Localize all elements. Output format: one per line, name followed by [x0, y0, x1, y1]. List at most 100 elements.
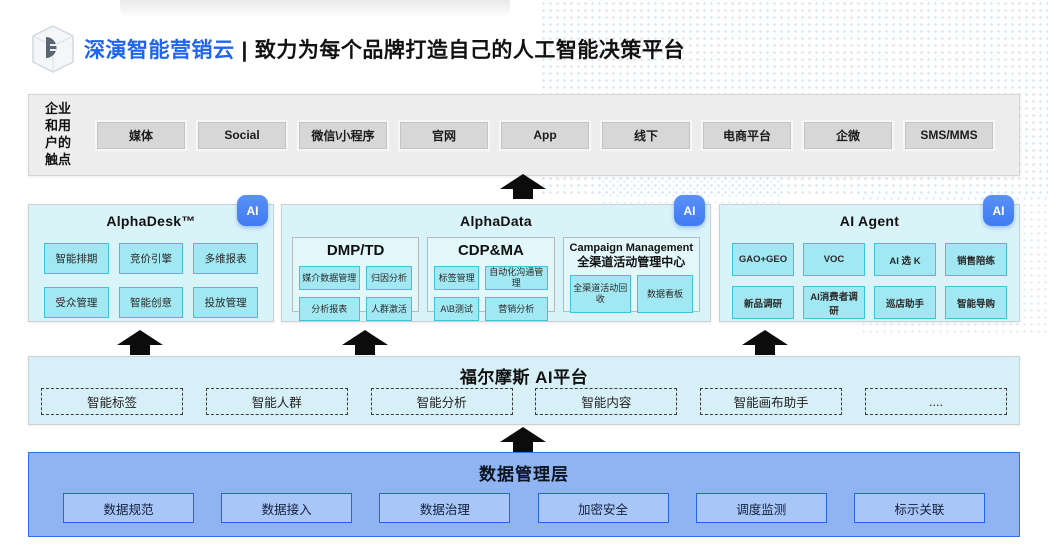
- subpanel-dmp-td: DMP/TD 媒介数据管理 归因分析 分析报表 人群激活: [292, 237, 420, 321]
- touchpoint-media: 媒体: [97, 121, 185, 149]
- ai-agent-item: 智能导购: [945, 286, 1007, 319]
- dmp-items: 媒介数据管理 归因分析 分析报表 人群激活: [299, 266, 413, 321]
- arrow-stem: [755, 345, 775, 355]
- data-management-band: 数据管理层 数据规范 数据接入 数据治理 加密安全 调度监测 标示关联: [28, 452, 1020, 537]
- touchpoint-app: App: [501, 121, 589, 149]
- up-arrow: [500, 174, 546, 199]
- touchpoint-wecom: 企微: [804, 121, 892, 149]
- panel-alphadata-title: AlphaData: [460, 213, 532, 229]
- touchpoints-label-line: 触点: [45, 151, 72, 167]
- cdp-item: 标签管理: [434, 266, 479, 290]
- holmes-item-smart-content: 智能内容: [535, 388, 678, 415]
- touchpoints-label-line: 户的: [45, 135, 72, 150]
- holmes-items: 智能标签 智能人群 智能分析 智能内容 智能画布助手 ....: [41, 388, 1007, 415]
- ai-agent-item: AI消费者调研: [803, 286, 865, 319]
- cdp-item: A\B测试: [434, 297, 479, 321]
- arrow-head: [342, 330, 388, 345]
- ai-agent-item: 巡店助手: [874, 286, 936, 319]
- panel-alphadesk-title: AlphaDesk™: [106, 213, 196, 229]
- ai-agent-item: GAO+GEO: [732, 243, 794, 276]
- holmes-item-smart-tags: 智能标签: [41, 388, 183, 415]
- up-arrow: [342, 330, 388, 355]
- alphadesk-item: 智能排期: [44, 243, 109, 274]
- touchpoint-social: Social: [198, 121, 286, 149]
- dmp-item: 媒介数据管理: [299, 266, 360, 290]
- holmes-item-smart-analysis: 智能分析: [370, 388, 513, 415]
- page-title: 深演智能营销云 | 致力为每个品牌打造自己的人工智能决策平台: [84, 34, 685, 64]
- ai-agent-item: 销售陪练: [945, 243, 1007, 276]
- alphadesk-item: 多维报表: [193, 243, 258, 274]
- ai-badge: AI: [674, 195, 705, 226]
- ai-agent-item: VOC: [803, 243, 865, 276]
- brand-name: 深演智能营销云: [84, 39, 235, 62]
- dmp-item: 人群激活: [365, 297, 413, 321]
- up-arrow: [500, 427, 546, 452]
- subpanel-campaign-management: Campaign Management 全渠道活动管理中心 全渠道活动回收 数据…: [562, 237, 700, 314]
- touchpoint-official-site: 官网: [400, 121, 488, 149]
- panel-alphadata: AI AlphaData DMP/TD 媒介数据管理 归因分析 分析报表 人群激…: [281, 195, 711, 322]
- data-management-items: 数据规范 数据接入 数据治理 加密安全 调度监测 标示关联: [63, 493, 985, 523]
- touchpoint-offline: 线下: [602, 121, 690, 149]
- ai-badge: AI: [237, 195, 268, 226]
- touchpoint-wechat-miniprogram: 微信\小程序: [299, 121, 387, 149]
- holmes-item-more: ....: [864, 388, 1007, 415]
- campaign-item: 数据看板: [637, 275, 693, 314]
- panel-ai-agent-title: AI Agent: [839, 213, 900, 229]
- alphadesk-item: 智能创意: [118, 287, 184, 318]
- data-item-id-linking: 标示关联: [853, 493, 985, 523]
- data-item-encryption-security: 加密安全: [537, 493, 669, 523]
- subpanel-campaign-title-zh: 全渠道活动管理中心: [577, 255, 686, 270]
- data-item-governance: 数据治理: [379, 493, 511, 523]
- dmp-item: 归因分析: [365, 266, 413, 290]
- alphadata-subpanels: DMP/TD 媒介数据管理 归因分析 分析报表 人群激活 CDP&MA 标签管理…: [292, 237, 700, 321]
- touchpoints-label-line: 和用: [45, 118, 72, 134]
- data-item-ingestion: 数据接入: [221, 493, 353, 523]
- alphadesk-item: 投放管理: [193, 287, 258, 318]
- holmes-ai-platform-band: 福尔摩斯 AI平台 智能标签 智能人群 智能分析 智能内容 智能画布助手 ...…: [28, 356, 1020, 425]
- holmes-item-smart-audience: 智能人群: [205, 388, 348, 415]
- brand-logo-icon: [32, 25, 74, 73]
- data-item-schedule-monitoring: 调度监测: [695, 493, 827, 523]
- subpanel-cdp-ma-title: CDP&MA: [457, 242, 524, 259]
- arrow-stem: [513, 189, 533, 199]
- arrow-stem: [355, 345, 375, 355]
- tagline: 致力为每个品牌打造自己的人工智能决策平台: [254, 39, 685, 62]
- alphadesk-item: 受众管理: [44, 287, 109, 318]
- arrow-head: [742, 330, 788, 345]
- touchpoint-sms-mms: SMS/MMS: [905, 121, 993, 149]
- data-management-title: 数据管理层: [479, 465, 569, 484]
- ai-agent-items: GAO+GEO VOC AI 选 K 销售陪练 新品调研 AI消费者调研 巡店助…: [732, 243, 1007, 319]
- panel-ai-agent: AI AI Agent GAO+GEO VOC AI 选 K 销售陪练 新品调研…: [719, 195, 1020, 322]
- touchpoints-label: 企业 和用 户的 触点: [29, 101, 87, 169]
- arrow-head: [500, 174, 546, 189]
- header: 深演智能营销云 | 致力为每个品牌打造自己的人工智能决策平台: [30, 24, 685, 74]
- touchpoint-ecommerce: 电商平台: [703, 121, 791, 149]
- arrow-head: [500, 427, 546, 442]
- cdp-items: 标签管理 自动化沟通管理 A\B测试 营销分析: [434, 266, 548, 321]
- title-separator: |: [241, 39, 248, 62]
- alphadesk-items: 智能排期 竞价引擎 多维报表 受众管理 智能创意 投放管理: [44, 243, 258, 318]
- subpanel-cdp-ma: CDP&MA 标签管理 自动化沟通管理 A\B测试 营销分析: [427, 237, 555, 321]
- touchpoints-bar: 企业 和用 户的 触点 媒体 Social 微信\小程序 官网 App 线下 电…: [28, 94, 1020, 176]
- campaign-item: 全渠道活动回收: [569, 275, 632, 314]
- arrow-head: [117, 330, 163, 345]
- touchpoints-list: 媒体 Social 微信\小程序 官网 App 线下 电商平台 企微 SMS/M…: [87, 121, 1019, 149]
- touchpoints-label-line: 企业: [45, 101, 72, 117]
- cdp-item: 自动化沟通管理: [484, 266, 548, 290]
- arrow-stem: [130, 345, 150, 355]
- top-shadow-decoration: [120, 0, 510, 18]
- arrow-stem: [513, 442, 533, 452]
- ai-badge: AI: [983, 195, 1014, 226]
- up-arrow: [117, 330, 163, 355]
- campaign-items: 全渠道活动回收 数据看板: [569, 275, 693, 314]
- data-item-standards: 数据规范: [63, 493, 194, 523]
- cdp-item: 营销分析: [484, 297, 548, 321]
- ai-agent-item: 新品调研: [732, 286, 794, 319]
- alphadesk-item: 竞价引擎: [118, 243, 184, 274]
- ai-agent-item: AI 选 K: [874, 243, 936, 276]
- holmes-item-smart-canvas-assistant: 智能画布助手: [700, 388, 843, 415]
- subpanel-campaign-title-en: Campaign Management: [569, 242, 693, 254]
- holmes-title: 福尔摩斯 AI平台: [459, 368, 589, 387]
- dmp-item: 分析报表: [299, 297, 360, 321]
